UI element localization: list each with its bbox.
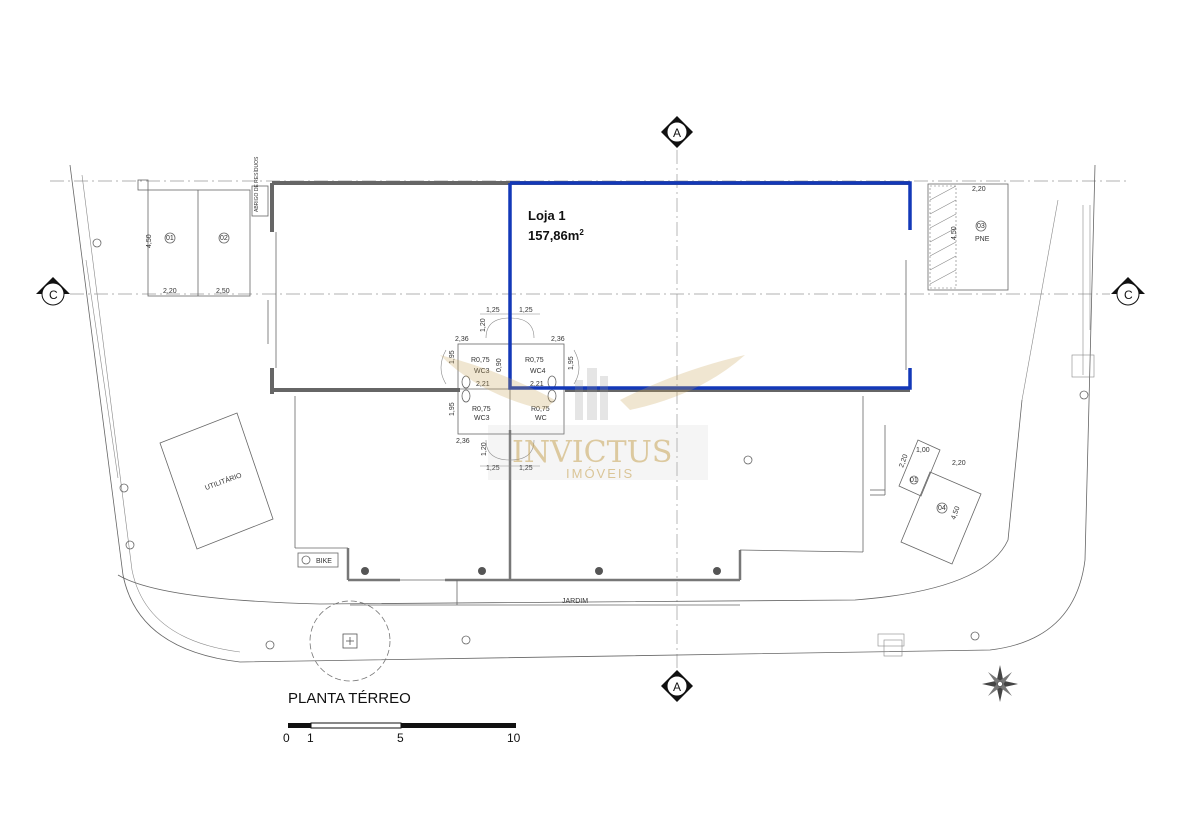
dim-parking-right-h: 4,50 <box>951 226 958 240</box>
dim-125b: 1,25 <box>519 307 533 314</box>
wc3-bottom-label: WC3 <box>474 415 490 422</box>
dim-090: 0,90 <box>496 358 503 372</box>
site-markers <box>92 238 1089 650</box>
pne-hatch <box>929 185 957 285</box>
wc-br-radius: R0,75 <box>531 406 550 413</box>
dim-195b: 1,95 <box>568 356 575 370</box>
scale-bar: 0 1 5 10 <box>283 722 521 745</box>
wc3-bottom-radius: R0,75 <box>472 406 491 413</box>
jardim-label: JARDIM <box>562 598 588 605</box>
dim-221b: 2,21 <box>530 381 544 388</box>
dim-120b: 1,20 <box>481 442 488 456</box>
dim-195c: 1,95 <box>449 402 456 416</box>
section-marker-a-bottom: A <box>661 670 693 702</box>
spot-04-diag: 04 <box>938 505 946 512</box>
marker-c-left-label: C <box>49 288 58 302</box>
dim-diag-c: 2,20 <box>898 453 909 468</box>
scale-tick-5: 5 <box>397 731 404 745</box>
wc4-radius: R0,75 <box>525 357 544 364</box>
marker-a-bottom-label: A <box>673 680 681 694</box>
spot-01-left: 01 <box>166 235 174 242</box>
bike-label: BIKE <box>316 558 332 565</box>
loja-area: 157,86m2 <box>528 228 584 243</box>
invictus-watermark: INVICTUS IMÓVEIS <box>440 355 745 481</box>
watermark-sub: IMÓVEIS <box>566 466 634 481</box>
dim-195a: 1,95 <box>449 350 456 364</box>
section-marker-a-top: A <box>661 116 693 148</box>
spot-02-left: 02 <box>220 235 228 242</box>
compass-icon <box>982 665 1018 702</box>
parking-left: 01 02 4,50 2,20 2,50 ABRIGO DE RESÍDUOS <box>137 156 269 297</box>
watermark-brand: INVICTUS <box>512 435 672 470</box>
spot-pne-label: PNE <box>975 236 990 243</box>
wc4-label: WC4 <box>530 368 546 375</box>
drawing-title: PLANTA TÉRREO <box>288 690 411 707</box>
scale-tick-10: 10 <box>507 731 521 745</box>
dim-236c: 2,36 <box>456 438 470 445</box>
utilitario-label: UTILITÁRIO <box>204 470 244 492</box>
wc3-top-radius: R0,75 <box>471 357 490 364</box>
loja-area-sup: 2 <box>579 228 584 237</box>
dim-parking-left-w2: 2,50 <box>216 288 230 295</box>
scale-tick-0: 0 <box>283 731 290 745</box>
marker-a-top-label: A <box>673 126 681 140</box>
section-marker-c-right: C <box>1111 277 1145 306</box>
wc-br-label: WC <box>535 415 547 422</box>
building-upper <box>267 181 910 394</box>
section-marker-c-left: C <box>36 277 70 306</box>
dim-parking-left-w1: 2,20 <box>163 288 177 295</box>
utilitario-room: UTILITÁRIO <box>159 412 274 550</box>
spot-03: 03 <box>977 223 985 230</box>
dim-parking-left-h: 4,50 <box>146 234 153 248</box>
site-boundary <box>69 164 1096 663</box>
dim-125c: 1,25 <box>486 465 500 472</box>
parking-right: 03 PNE 2,20 4,50 <box>927 183 1009 291</box>
scale-tick-1: 1 <box>307 731 314 745</box>
parking-diagonal: 01 04 1,00 2,20 2,20 4,50 <box>898 439 982 565</box>
loja-name: Loja 1 <box>528 208 566 223</box>
abrigo-label: ABRIGO DE RESÍDUOS <box>253 156 260 212</box>
dim-diag-d: 4,50 <box>950 505 961 520</box>
building-lower: JARDIM BIKE <box>294 396 886 606</box>
dim-125a: 1,25 <box>486 307 500 314</box>
wc3-top-label: WC3 <box>474 368 490 375</box>
dim-125d: 1,25 <box>519 465 533 472</box>
loja-area-value: 157,86m <box>528 228 579 243</box>
marker-c-right-label: C <box>1124 288 1133 302</box>
dim-120a: 1,20 <box>480 318 487 332</box>
dim-diag-a: 1,00 <box>916 447 930 454</box>
loja-1-outline <box>508 181 912 390</box>
tree-symbol <box>309 600 391 682</box>
spot-01-diag: 01 <box>910 477 918 484</box>
dim-236a: 2,36 <box>455 336 469 343</box>
dim-236b: 2,36 <box>551 336 565 343</box>
dim-parking-right-w: 2,20 <box>972 186 986 193</box>
dim-diag-b: 2,20 <box>952 460 966 467</box>
dim-221a: 2,21 <box>476 381 490 388</box>
